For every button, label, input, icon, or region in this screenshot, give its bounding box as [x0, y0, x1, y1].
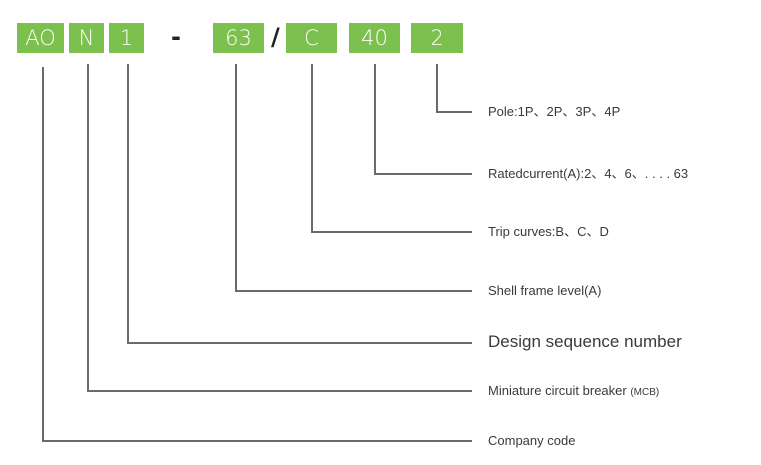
code-segment-current: 40	[349, 23, 400, 53]
connector-mcb-horizontal	[87, 390, 472, 392]
connector-mcb-vertical	[87, 64, 89, 392]
code-segment-frame: 63	[213, 23, 264, 53]
label-pole: Pole:1P、2P、3P、4P	[488, 104, 621, 119]
connector-trip-vertical	[311, 64, 313, 233]
label-trip-curves: Trip curves:B、C、D	[488, 224, 609, 239]
label-rated-current: Ratedcurrent(A):2、4、6、. . . . 63	[488, 166, 689, 181]
label-shell-frame: Shell frame level(A)	[488, 283, 602, 298]
label-mcb-abbr: (MCB)	[630, 387, 660, 398]
code-dash: -	[171, 23, 181, 51]
code-segment-mcb: N	[69, 23, 104, 53]
code-segment-pole: 2	[411, 23, 463, 53]
connector-design-horizontal	[127, 342, 472, 344]
connector-frame-vertical	[235, 64, 237, 292]
label-design-sequence: Design sequence number	[488, 332, 682, 351]
code-slash: /	[271, 23, 280, 51]
connector-company-horizontal	[42, 440, 472, 442]
label-mcb-text: Miniature circuit breaker	[488, 383, 627, 398]
connector-pole-vertical	[436, 64, 438, 113]
connector-design-vertical	[127, 64, 129, 344]
connector-frame-horizontal	[235, 290, 472, 292]
code-segment-company: AO	[17, 23, 64, 53]
code-segment-design: 1	[109, 23, 144, 53]
connector-trip-horizontal	[311, 231, 472, 233]
label-mcb: Miniature circuit breaker (MCB)	[488, 383, 659, 401]
label-company-code: Company code	[488, 433, 576, 448]
connector-company-vertical	[42, 67, 44, 442]
code-segment-trip: C	[286, 23, 337, 53]
connector-pole-horizontal	[436, 111, 472, 113]
connector-current-vertical	[374, 64, 376, 175]
connector-current-horizontal	[374, 173, 472, 175]
